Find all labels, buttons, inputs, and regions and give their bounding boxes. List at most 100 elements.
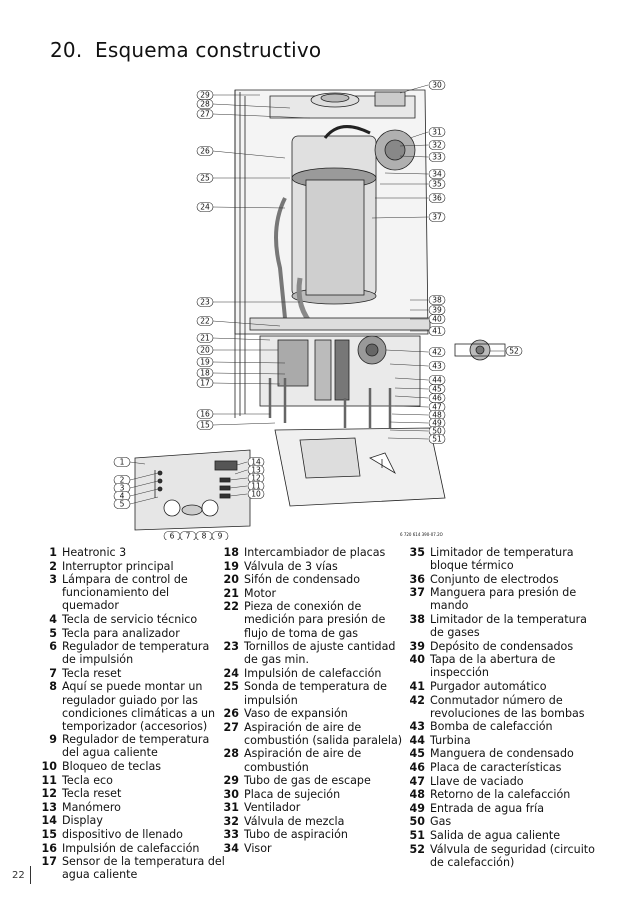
legend-item-number: 32 bbox=[223, 814, 239, 828]
legend-item-number: 44 bbox=[409, 733, 425, 747]
callout-number: 42 bbox=[432, 348, 442, 357]
legend-item-text: Placa de características bbox=[430, 761, 562, 774]
legend-item-number: 9 bbox=[49, 733, 57, 747]
callout-number: 30 bbox=[432, 81, 442, 90]
legend-item-text: Purgador automático bbox=[430, 679, 547, 693]
callout-label: 38 bbox=[428, 295, 446, 305]
callout-number: 33 bbox=[432, 153, 442, 162]
callout-bubble bbox=[428, 361, 446, 371]
callout-label: 50 bbox=[428, 426, 446, 436]
callout-number: 1 bbox=[120, 458, 125, 467]
legend-item-text: Regulador de temperatura de impulsión bbox=[62, 640, 210, 667]
callout-label: 29 bbox=[196, 90, 214, 100]
legend-item: 6 Regulador de temperatura de impulsión bbox=[40, 640, 225, 666]
legend-item-text: Pieza de conexión de medición para presi… bbox=[244, 600, 386, 640]
legend-item-text: Tecla para analizador bbox=[62, 626, 180, 640]
callout-label: 39 bbox=[428, 305, 446, 315]
callout-bubble bbox=[428, 179, 446, 189]
diagram-svg: 2928272625242322212019181716153031323334… bbox=[113, 80, 523, 540]
callout-number: 5 bbox=[120, 500, 125, 509]
legend-item-text: dispositivo de llenado bbox=[62, 827, 183, 841]
legend-item: 46 Placa de características bbox=[408, 761, 598, 774]
callout-bubble bbox=[196, 345, 214, 355]
callout-label: 20 bbox=[196, 345, 214, 355]
callout-number: 22 bbox=[200, 317, 210, 326]
callout-label: 1 bbox=[113, 457, 131, 467]
callout-label: 5 bbox=[113, 499, 131, 509]
legend-item-number: 46 bbox=[409, 761, 425, 774]
legend-item-text: Bomba de calefacción bbox=[430, 720, 553, 734]
callout-bubble bbox=[428, 140, 446, 150]
callout-number: 16 bbox=[200, 410, 210, 419]
callout-bubble bbox=[428, 347, 446, 357]
legend-item-text: Placa de sujeción bbox=[244, 787, 341, 801]
callout-label: 25 bbox=[196, 173, 214, 183]
callout-label: 34 bbox=[428, 169, 446, 179]
callout-bubble bbox=[211, 531, 229, 540]
legend-item-number: 38 bbox=[409, 612, 425, 626]
page-number-divider bbox=[30, 866, 31, 884]
callout-bubble bbox=[428, 212, 446, 222]
callout-label: 46 bbox=[428, 393, 446, 403]
callout-label: 51 bbox=[428, 434, 446, 444]
callout-number: 40 bbox=[432, 315, 442, 324]
callout-number: 26 bbox=[200, 147, 210, 156]
callout-number: 49 bbox=[432, 419, 442, 428]
legend-item-text: Manómero bbox=[62, 800, 121, 814]
legend-item-text: Vaso de expansión bbox=[244, 707, 348, 721]
callout-label: 15 bbox=[196, 420, 214, 430]
legend-item-number: 2 bbox=[49, 559, 57, 573]
legend-item-text: Aspiración de aire de combustión (salida… bbox=[244, 720, 403, 747]
callout-number: 32 bbox=[432, 141, 442, 150]
callout-number: 17 bbox=[200, 379, 210, 388]
callout-labels: 2928272625242322212019181716153031323334… bbox=[113, 80, 523, 540]
callout-label: 22 bbox=[196, 316, 214, 326]
callout-bubble bbox=[196, 146, 214, 156]
legend-item-text: Regulador de temperatura del agua calien… bbox=[62, 733, 210, 760]
callout-number: 27 bbox=[200, 110, 210, 119]
legend-item: 5 Tecla para analizador bbox=[40, 627, 225, 640]
callout-label: 8 bbox=[195, 531, 213, 540]
legend-item-number: 17 bbox=[41, 855, 57, 869]
callout-number: 21 bbox=[200, 334, 210, 343]
legend-item-number: 5 bbox=[49, 626, 57, 640]
legend-item-number: 6 bbox=[49, 640, 57, 654]
legend-item-text: Tubo de gas de escape bbox=[244, 774, 371, 788]
legend-item-number: 22 bbox=[223, 600, 239, 614]
callout-label: 33 bbox=[428, 152, 446, 162]
legend-item-text: Aspiración de aire de combustión bbox=[244, 747, 362, 774]
callout-number: 34 bbox=[432, 170, 442, 179]
legend-item-number: 39 bbox=[409, 639, 425, 653]
callout-label: 6 bbox=[163, 531, 181, 540]
section-title-text: Esquema constructivo bbox=[94, 38, 322, 62]
callout-bubble bbox=[428, 434, 446, 444]
legend-item-number: 35 bbox=[409, 546, 425, 559]
callout-bubble bbox=[113, 499, 131, 509]
legend-item-text: Gas bbox=[430, 815, 452, 829]
legend-item-text: Tecla eco bbox=[62, 773, 113, 787]
callout-number: 45 bbox=[432, 385, 442, 394]
legend-item-text: Entrada de agua fría bbox=[430, 801, 545, 815]
callout-number: 35 bbox=[432, 180, 442, 189]
legend-item-number: 20 bbox=[223, 573, 239, 587]
callout-label: 11 bbox=[247, 481, 265, 491]
legend-item-text: Interruptor principal bbox=[62, 559, 174, 573]
